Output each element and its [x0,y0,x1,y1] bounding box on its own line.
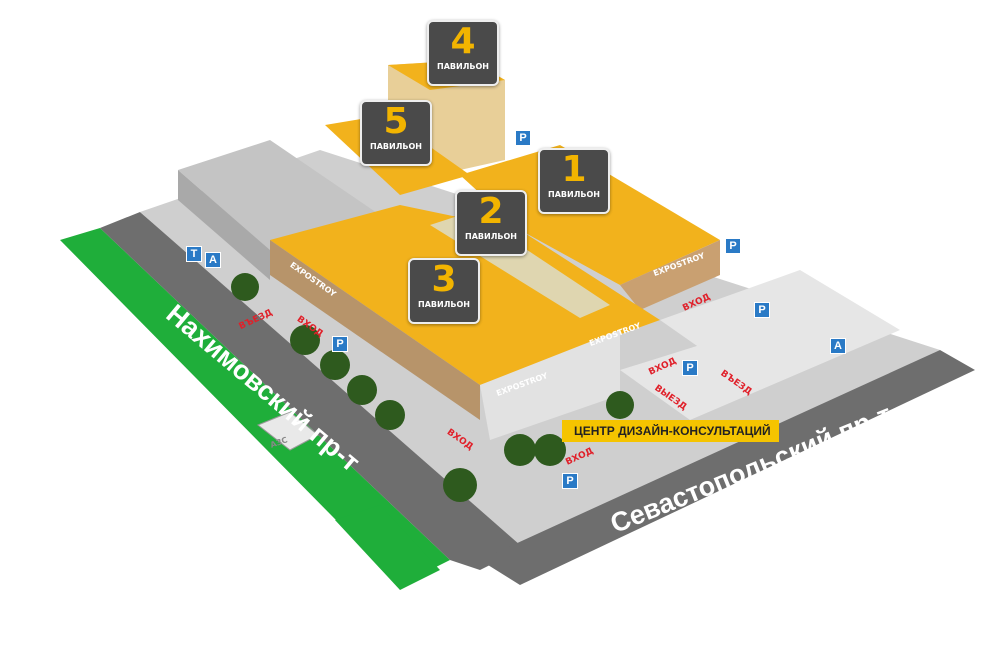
parking-lot-front [620,345,760,420]
tree [534,434,566,466]
parking-sign: P [682,360,698,376]
tree [320,350,350,380]
sevastopolsky-road [480,350,975,585]
pavilion-1-facade [620,240,720,310]
design-center-callout[interactable]: ЦЕНТР ДИЗАЙН-КОНСУЛЬТАЦИЙ [562,420,779,442]
pavilion-number: 5 [383,101,409,142]
nakhimovsky-road [100,212,530,570]
tree [290,325,320,355]
pavilion-number: 4 [450,21,476,62]
grey-building [178,140,380,250]
pavilion-number: 1 [561,149,587,190]
tree [231,273,259,301]
pavilion-label: ПАВИЛЬОН [465,232,517,241]
pavilion-number: 3 [431,259,457,300]
pavilion-1-roof [460,145,720,285]
tree [443,468,477,502]
parking-sign: P [725,238,741,254]
parking-sign: P [515,130,531,146]
pavilion-label: ПАВИЛЬОН [370,142,422,151]
grey-building-side [178,170,270,280]
front-building [480,330,620,440]
grass-patch [335,505,440,590]
pavilion-3-facade [270,240,480,420]
tree [375,400,405,430]
parking-sign: P [754,302,770,318]
tree [347,375,377,405]
bus-sign: A [830,338,846,354]
pavilion-label: ПАВИЛЬОН [548,190,600,199]
pavilion-label: ПАВИЛЬОН [418,300,470,309]
bus-sign: A [205,252,221,268]
grass-strip [60,228,450,585]
tree [606,391,634,419]
pavilion-number: 2 [478,191,504,232]
tree [504,434,536,466]
gas-station [257,411,319,451]
parking-sign: P [332,336,348,352]
pavilion-label: ПАВИЛЬОН [437,62,489,71]
taxi-sign: T [186,246,202,262]
parking-sign: P [562,473,578,489]
